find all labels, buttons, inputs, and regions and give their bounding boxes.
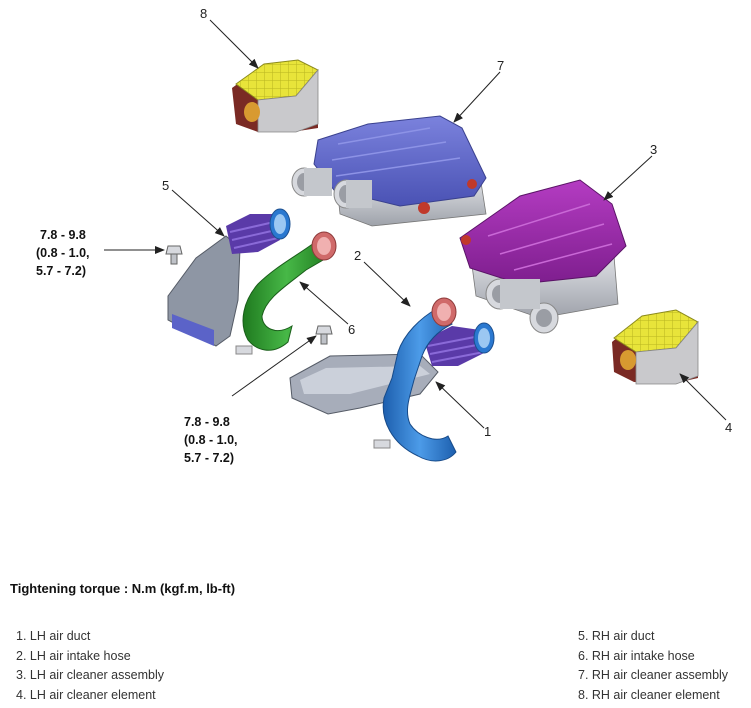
callout-5: 5	[162, 178, 169, 193]
upper-bolt	[165, 245, 183, 265]
legend-item: 4. LH air cleaner element	[16, 687, 156, 702]
legend-item: 3. LH air cleaner assembly	[16, 668, 164, 682]
exploded-parts-diagram: 8 7 3 4 5 6 2 1 7.8 - 9.8 (0.8 - 1.0, 5.…	[36, 6, 732, 465]
leader-lines	[104, 19, 727, 429]
rh-air-duct	[167, 208, 291, 347]
rh-air-cleaner-element	[232, 59, 319, 133]
torque-spec-lower: 7.8 - 9.8 (0.8 - 1.0, 5.7 - 7.2)	[184, 415, 238, 465]
rh-air-cleaner-assembly	[291, 115, 487, 227]
rh-air-intake-hose	[235, 231, 337, 355]
callout-4: 4	[725, 420, 732, 435]
torque-lower-line1: 7.8 - 9.8	[184, 415, 230, 429]
lower-bolt	[315, 325, 333, 345]
torque-lower-line2: (0.8 - 1.0,	[184, 433, 238, 447]
legend-item: 7. RH air cleaner assembly	[578, 668, 729, 682]
parts-legend-right: 5. RH air duct 6. RH air intake hose 7. …	[578, 627, 728, 705]
legend-item: 2. LH air intake hose	[16, 648, 131, 663]
lh-air-intake-hose	[373, 297, 457, 462]
legend-item: 1. LH air duct	[16, 629, 91, 643]
callout-3: 3	[650, 142, 657, 157]
torque-units-heading: Tightening torque : N.m (kgf.m, lb-ft)	[10, 581, 236, 596]
callout-6: 6	[348, 322, 355, 337]
torque-upper-line2: (0.8 - 1.0,	[36, 246, 90, 260]
torque-lower-line3: 5.7 - 7.2)	[184, 451, 234, 465]
legend-item: 6. RH air intake hose	[578, 648, 695, 663]
callout-7: 7	[497, 58, 504, 73]
callout-2: 2	[354, 248, 361, 263]
parts-legend-left: 1. LH air duct 2. LH air intake hose 3. …	[16, 627, 164, 705]
callout-8: 8	[200, 6, 207, 21]
torque-spec-upper: 7.8 - 9.8 (0.8 - 1.0, 5.7 - 7.2)	[36, 228, 90, 278]
lh-air-cleaner-element	[612, 309, 699, 385]
legend-item: 8. RH air cleaner element	[578, 687, 720, 702]
lh-air-cleaner-assembly	[459, 179, 627, 334]
torque-upper-line1: 7.8 - 9.8	[40, 228, 86, 242]
callout-1: 1	[484, 424, 491, 439]
torque-upper-line3: 5.7 - 7.2)	[36, 264, 86, 278]
legend-item: 5. RH air duct	[578, 629, 655, 643]
